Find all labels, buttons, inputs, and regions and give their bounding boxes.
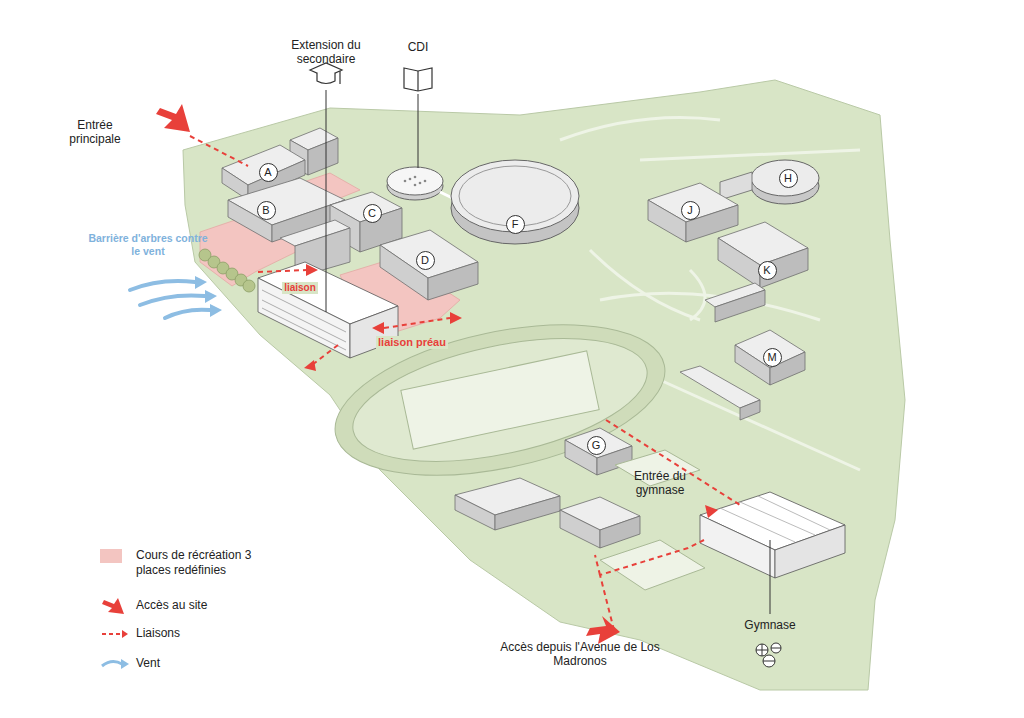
legend-sample (100, 596, 130, 616)
map-label: Entrée du gymnase (615, 469, 705, 498)
building-letter: G (587, 436, 606, 455)
building-letter: B (257, 201, 276, 220)
legend-sample (100, 624, 130, 644)
building-letter-text: H (784, 173, 792, 184)
legend-text: Liaisons (136, 626, 180, 641)
map-label: Entrée principale (50, 118, 140, 147)
building-letter: J (681, 201, 700, 220)
building-letter-text: D (421, 255, 429, 266)
map-label: liaison préau (376, 336, 448, 349)
building-letter-text: M (767, 352, 776, 363)
building-letter: M (763, 348, 782, 367)
building-letter: F (506, 215, 525, 234)
legend-sample (100, 549, 122, 563)
building-letter-text: A (264, 167, 271, 178)
building-letter: D (416, 251, 435, 270)
legend-text: Vent (136, 656, 160, 671)
map-label: liaison (282, 282, 318, 294)
building-letter-text: B (262, 205, 269, 216)
building-letter: A (259, 163, 278, 182)
building-letter: H (779, 169, 798, 188)
building-letter-text: F (512, 219, 519, 230)
legend-text: Cours de récréation 3 places redéfinies (136, 548, 286, 578)
building-letter: C (363, 204, 382, 223)
building-letter-text: J (687, 205, 693, 216)
map-label: Extension du secondaire (266, 38, 386, 67)
map-label: Barrière d'arbres contre le vent (88, 232, 208, 257)
legend-text: Accès au site (136, 598, 207, 613)
building-letter-text: K (763, 265, 770, 276)
building-letter-text: C (368, 208, 376, 219)
map-label: Accès depuis l'Avenue de Los Madronos (500, 640, 660, 669)
map-label: CDI (408, 40, 429, 54)
building-letter-text: G (592, 440, 601, 451)
legend-sample (100, 654, 130, 674)
map-label: Gymnase (744, 618, 795, 632)
building-letter: K (758, 261, 777, 280)
